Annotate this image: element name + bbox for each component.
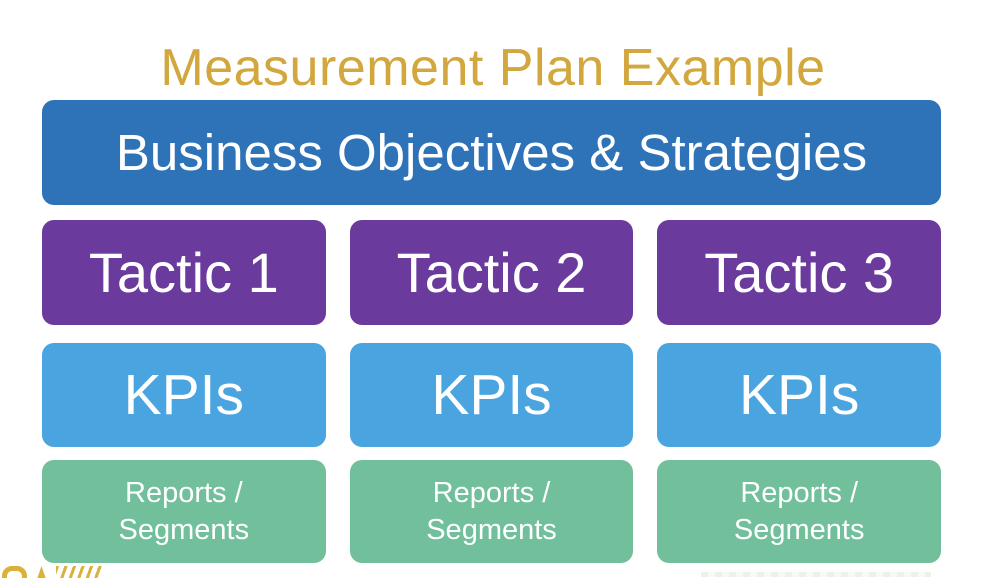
tactic-3-box: Tactic 3 bbox=[657, 220, 942, 325]
logo-stripes-icon bbox=[56, 566, 102, 578]
kpi-box-3: KPIs bbox=[657, 343, 942, 447]
tactic-2-box: Tactic 2 bbox=[349, 220, 634, 325]
business-objectives-label: Business Objectives & Strategies bbox=[115, 124, 868, 181]
tactic-2-label: Tactic 2 bbox=[396, 241, 587, 304]
page-title: Measurement Plan Example bbox=[160, 39, 826, 97]
cutoff-gold-logo-fragment bbox=[0, 566, 125, 578]
reports-box-3: Reports / Segments bbox=[657, 460, 942, 563]
tactics-row: Tactic 1 Tactic 2 Tactic 3 bbox=[42, 220, 942, 325]
reports-row: Reports / Segments Reports / Segments Re… bbox=[42, 460, 942, 563]
reports-label-1: Reports / Segments bbox=[118, 476, 250, 546]
kpi-box-1: KPIs bbox=[42, 343, 326, 447]
reports-box-2: Reports / Segments bbox=[349, 460, 634, 563]
faint-watermark-fragment bbox=[701, 572, 931, 577]
tactic-1-box: Tactic 1 bbox=[42, 220, 326, 325]
business-objectives-banner: Business Objectives & Strategies bbox=[42, 100, 941, 205]
reports-label-2: Reports / Segments bbox=[426, 476, 557, 546]
tactic-1-label: Tactic 1 bbox=[88, 241, 279, 304]
kpi-box-2: KPIs bbox=[349, 343, 634, 447]
kpi-label-3: KPIs bbox=[738, 363, 860, 427]
tactic-3-label: Tactic 3 bbox=[704, 241, 895, 304]
logo-fragment-glyphs bbox=[0, 566, 125, 578]
kpi-label-2: KPIs bbox=[431, 363, 552, 427]
kpis-row: KPIs KPIs KPIs bbox=[42, 343, 942, 447]
logo-peak-icon bbox=[34, 566, 49, 578]
logo-ring-icon bbox=[2, 566, 27, 578]
reports-label-3: Reports / Segments bbox=[733, 476, 865, 546]
reports-box-1: Reports / Segments bbox=[42, 460, 326, 563]
kpi-label-1: KPIs bbox=[123, 363, 245, 427]
